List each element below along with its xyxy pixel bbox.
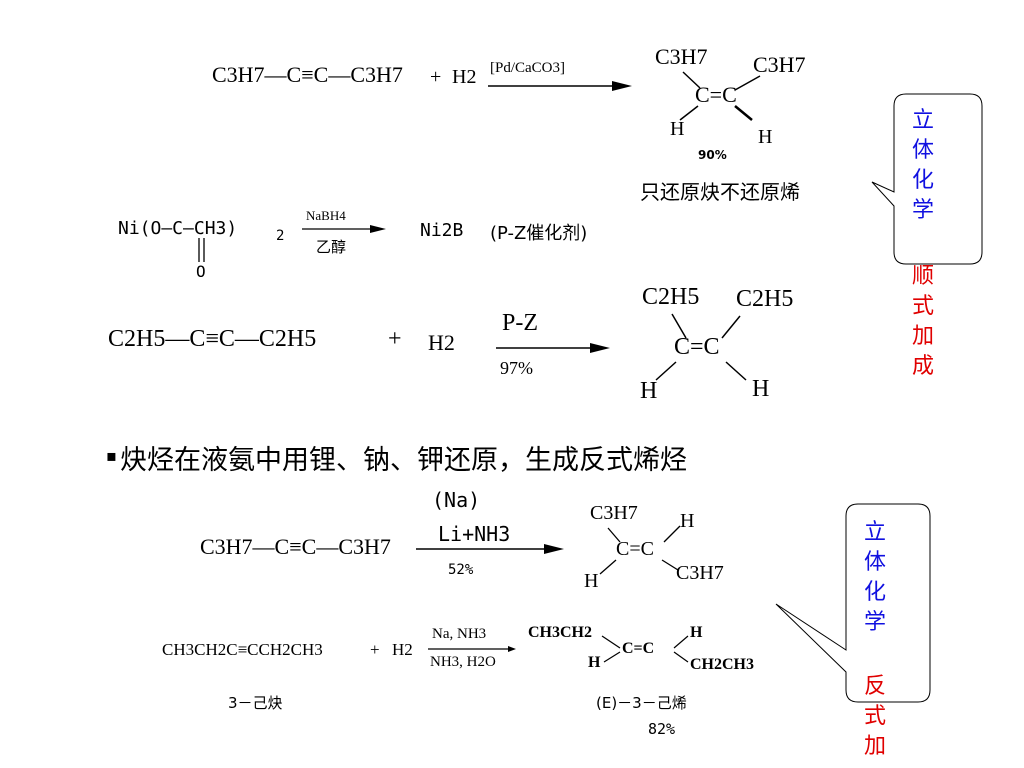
reaction3-h2: H2 <box>428 330 455 355</box>
reaction5-product-left-top: CH3CH2 <box>528 624 592 641</box>
reaction3-catalyst: P-Z <box>502 310 538 336</box>
reaction2-product: Ni2B <box>420 220 464 241</box>
reaction4-reagent-mid: Li+NH3 <box>438 522 511 546</box>
reaction5-h2: H2 <box>392 640 413 659</box>
reaction5-product-left-bottom: H <box>588 654 601 671</box>
reaction5-reagent-bottom: NH3, H2O <box>430 654 496 670</box>
reaction1-product-top-right: C3H7 <box>753 52 806 77</box>
reaction3-yield: 97% <box>500 358 533 378</box>
reaction2-reactant: Ni(O—C—CH3) <box>118 218 238 239</box>
reaction5-plus: + <box>370 640 380 659</box>
reaction4-product-center: C=C <box>616 538 654 560</box>
reaction2-carbonyl-o: O <box>196 262 206 281</box>
reaction5-yield: 82% <box>648 720 676 738</box>
reaction1-h2: H2 <box>452 66 477 88</box>
reaction1-product-bottom-left: H <box>670 118 685 140</box>
reaction4-product-bottom-right: C3H7 <box>676 562 724 584</box>
reaction3-product-top-left: C2H5 <box>642 284 700 310</box>
reaction5-reactant: CH3CH2C≡CCH2CH3 <box>162 640 323 659</box>
heading-bullet: ▪ <box>106 446 117 465</box>
reaction5-product-right-bottom: CH2CH3 <box>690 656 754 673</box>
reaction2-reactant-sub: 2 <box>276 228 285 244</box>
reaction3-product-bottom-left: H <box>640 378 658 404</box>
reaction1-note: 只还原炔不还原烯 <box>640 180 800 204</box>
reaction5-reagent-top: Na, NH3 <box>432 626 487 642</box>
reaction4-reagent-top: (Na) <box>432 488 481 512</box>
reaction4-yield: 52% <box>448 562 474 578</box>
reaction1-plus: + <box>430 66 442 88</box>
reaction3-product-bottom-right: H <box>752 376 770 402</box>
reaction4-product-bottom-left: H <box>584 570 599 592</box>
reaction4-reactant: C3H7—C≡C—C3H7 <box>200 534 391 559</box>
reaction1-product-top-left: C3H7 <box>655 44 708 69</box>
reaction1-yield: 90% <box>698 148 727 162</box>
reaction2-reagent-top: NaBH4 <box>306 208 346 223</box>
reaction3-product-center: C=C <box>674 334 720 360</box>
callout2-text-red: 反式加 <box>863 674 886 759</box>
reaction4-product-top-right: H <box>680 510 695 532</box>
reaction5-product-right-top: H <box>690 624 703 641</box>
reaction5-product-center: C=C <box>622 640 655 657</box>
callout2-text-blue: 立体化学 <box>863 520 886 635</box>
reaction3-plus: + <box>388 326 402 352</box>
reaction2-product-note: (P-Z催化剂) <box>490 223 588 244</box>
heading-text: 炔烃在液氨中用锂、钠、钾还原，生成反式烯烃 <box>120 445 687 476</box>
reaction5-product-name: (E)－3－己烯 <box>596 694 687 712</box>
reaction4-product-top-left: C3H7 <box>590 502 638 524</box>
reaction2-reagent-bottom: 乙醇 <box>316 238 347 256</box>
reaction1-catalyst: [Pd/CaCO3] <box>490 60 565 76</box>
reaction1-reactant: C3H7—C≡C—C3H7 <box>212 62 403 87</box>
callout1-text-blue: 立体化学 <box>911 108 934 223</box>
reaction3-product-top-right: C2H5 <box>736 286 794 312</box>
reaction1-product-bottom-right: H <box>758 126 773 148</box>
reaction1-product-center: C=C <box>695 82 737 107</box>
reaction5-reactant-name: 3－己炔 <box>228 694 283 712</box>
callout1-text-red: 顺式加成 <box>911 264 934 379</box>
reaction3-reactant: C2H5—C≡C—C2H5 <box>108 326 317 352</box>
